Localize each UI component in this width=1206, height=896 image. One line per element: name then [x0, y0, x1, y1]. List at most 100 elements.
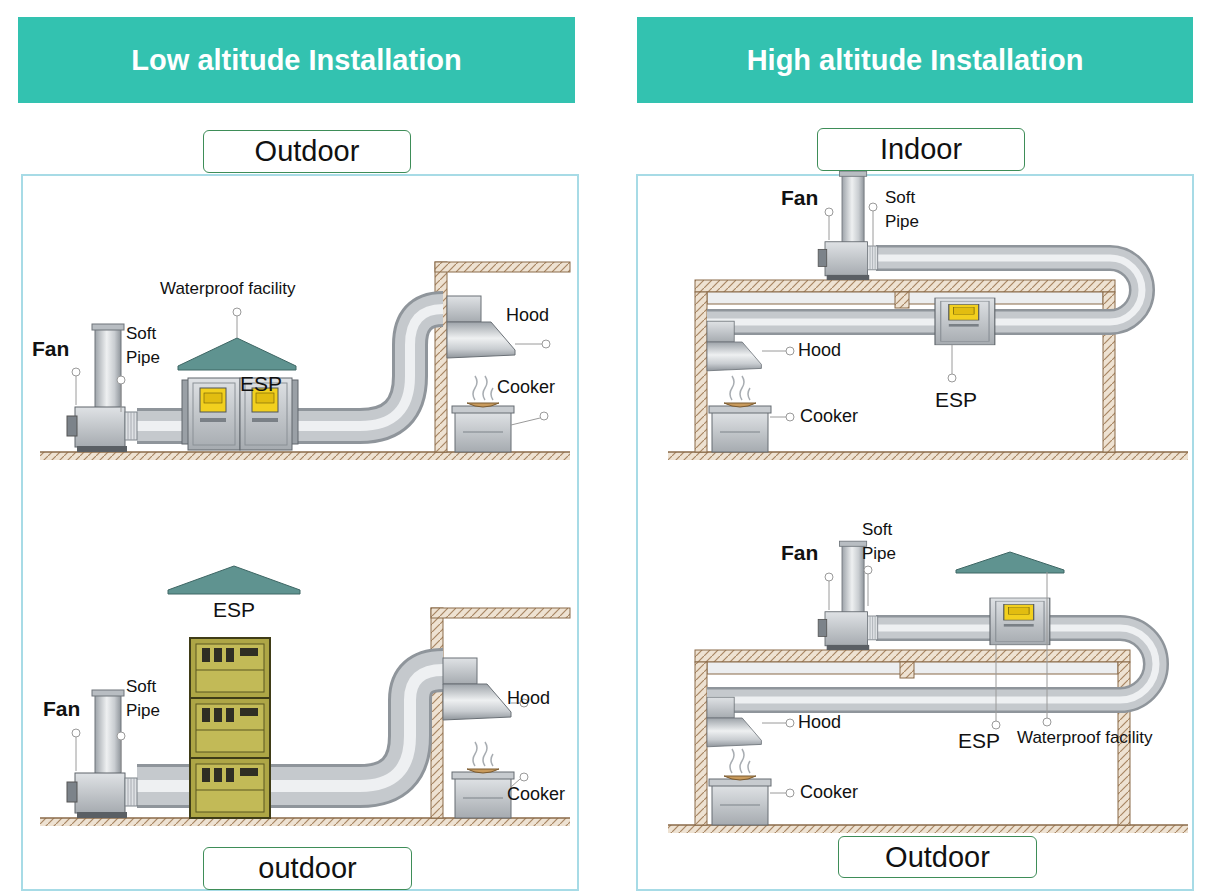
- leader-line: [762, 211, 952, 417]
- duct: [137, 258, 1156, 786]
- leader-dot: [786, 413, 794, 421]
- part-label: Soft Pipe: [126, 675, 168, 723]
- hood: [447, 296, 515, 358]
- waterproof-cover: [168, 566, 300, 594]
- location-tag: Outdoor: [838, 836, 1037, 878]
- hood: [707, 697, 761, 747]
- part-label: ESP: [958, 728, 1000, 753]
- leader-dot: [72, 729, 80, 737]
- duct-outline: [137, 670, 443, 786]
- node-text: Outdoor: [885, 841, 990, 874]
- part-label: ESP: [240, 371, 282, 396]
- esp-unit: [935, 298, 995, 345]
- panel-frame: [637, 175, 1193, 890]
- part-label: Fan: [32, 336, 69, 361]
- leader-dot: [117, 376, 125, 384]
- leader-dot: [1043, 718, 1051, 726]
- part-label: Cooker: [507, 784, 565, 806]
- part-label: ESP: [935, 387, 977, 412]
- hood: [443, 658, 511, 720]
- part-label: Hood: [798, 712, 841, 734]
- esp-stack-unit: [190, 758, 270, 818]
- building-roof: [695, 280, 1115, 292]
- node-text: High altitude Installation: [747, 44, 1084, 77]
- node-text: Indoor: [880, 133, 962, 166]
- leader-dot: [233, 308, 241, 316]
- esp-unit: [990, 598, 1050, 645]
- leader-dot: [520, 773, 528, 781]
- duct-body: [707, 258, 1142, 322]
- part-label: ESP: [213, 597, 255, 622]
- part-label: Hood: [798, 340, 841, 362]
- duct-highlight: [707, 258, 1142, 322]
- leader-dot: [786, 789, 794, 797]
- location-tag: outdoor: [203, 847, 412, 890]
- cooker: [709, 749, 771, 825]
- ceiling-beam: [900, 662, 914, 678]
- part-label: Waterproof facility: [160, 279, 295, 299]
- building-wall: [695, 292, 707, 452]
- building-roof: [695, 650, 1130, 662]
- part-label: Cooker: [800, 406, 858, 428]
- duct-outline: [707, 258, 1142, 322]
- waterproof-cover: [956, 552, 1064, 573]
- leader-dot: [869, 203, 877, 211]
- title-band: Low altitude Installation: [18, 17, 575, 103]
- part-label: Cooker: [497, 377, 555, 399]
- ceiling-beam: [895, 292, 909, 308]
- building-roof: [435, 262, 570, 272]
- ground: [40, 818, 570, 826]
- part-label: Soft Pipe: [885, 186, 927, 234]
- leader-dot: [542, 340, 550, 348]
- esp-unit: [188, 378, 240, 450]
- leader-line: [762, 572, 1047, 793]
- building-wall: [431, 608, 443, 818]
- waterproof-cover: [178, 338, 296, 370]
- duct-body: [137, 670, 443, 786]
- leader-dot: [864, 566, 872, 574]
- leader-dot: [786, 347, 794, 355]
- building-wall: [695, 662, 707, 825]
- esp-stack-unit: [190, 638, 270, 698]
- title-band: High altitude Installation: [637, 17, 1193, 103]
- cooker: [452, 742, 514, 818]
- duct-body: [707, 628, 1156, 700]
- part-label: Fan: [781, 185, 818, 210]
- part-label: Waterproof facility: [1017, 728, 1152, 748]
- esp-stack-unit: [190, 698, 270, 758]
- leader-dot: [786, 719, 794, 727]
- fan: [67, 324, 137, 452]
- duct-outline: [707, 628, 1156, 700]
- panel-frame: [22, 175, 578, 890]
- part-label: Fan: [781, 540, 818, 565]
- location-tag: Outdoor: [203, 130, 411, 173]
- building-roof: [431, 608, 570, 618]
- node-text: Low altitude Installation: [131, 44, 461, 77]
- duct-highlight: [137, 670, 443, 786]
- leader-line: [76, 316, 542, 425]
- node-text: Outdoor: [255, 135, 360, 168]
- cooker: [709, 376, 771, 452]
- part-label: Hood: [506, 305, 549, 327]
- part-label: Soft Pipe: [862, 518, 904, 566]
- location-tag: Indoor: [817, 128, 1025, 171]
- node-text: outdoor: [258, 852, 356, 885]
- leader-dot: [72, 368, 80, 376]
- leader-lines: [72, 203, 1051, 797]
- part-label: Cooker: [800, 782, 858, 804]
- leader-dot: [825, 208, 833, 216]
- duct-highlight: [707, 628, 1156, 700]
- leader-dot: [540, 412, 548, 420]
- ground: [668, 452, 1188, 460]
- leader-dot: [948, 374, 956, 382]
- part-label: Soft Pipe: [126, 322, 168, 370]
- building-wall: [435, 262, 447, 452]
- fan: [818, 171, 878, 280]
- leader-dot: [825, 573, 833, 581]
- leader-dot: [117, 732, 125, 740]
- hood: [707, 321, 761, 371]
- leader-dot: [992, 721, 1000, 729]
- ground: [668, 825, 1188, 833]
